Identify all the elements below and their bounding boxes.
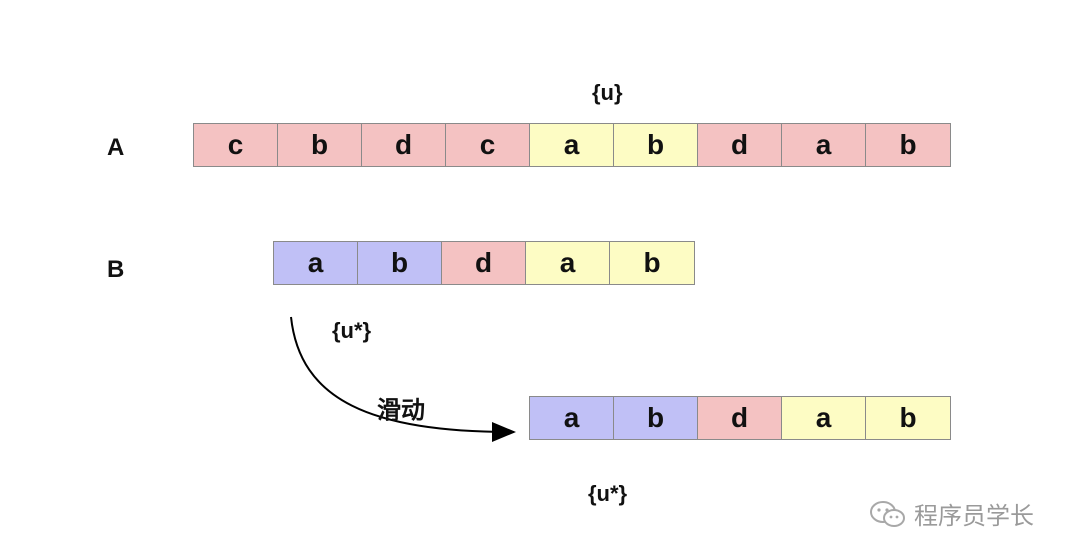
row-a-cell: b [614,124,698,166]
slide-arrow-path [290,316,516,442]
row-a-cell: d [698,124,782,166]
row-shifted-cell: d [698,397,782,439]
row-a-cell: b [278,124,362,166]
row-a-cell: c [446,124,530,166]
u-star-label-bottom: {u*} [588,481,628,506]
row-b-cell: a [274,242,358,284]
row-shifted-cell: a [782,397,866,439]
row-b-cell: b [610,242,694,284]
row-b-cell: b [358,242,442,284]
row-shifted: a b d a b [529,396,951,440]
row-b-cell: a [526,242,610,284]
row-a-cell: a [782,124,866,166]
watermark-text: 程序员学长 [914,503,1034,530]
row-b: a b d a b [273,241,695,285]
u-label-top: {u} [592,80,623,105]
watermark: 程序员学长 [868,496,1034,531]
row-shifted-cell: b [866,397,950,439]
slide-label: 滑动 [377,397,425,424]
row-shifted-cell: b [614,397,698,439]
row-a: c b d c a b d a b [193,123,951,167]
row-b-label: B [107,256,125,283]
row-shifted-cell: a [530,397,614,439]
row-a-cell: c [194,124,278,166]
row-b-cell: d [442,242,526,284]
wechat-icon [870,500,905,527]
row-a-cell: b [866,124,950,166]
u-star-label-b: {u*} [332,318,372,343]
row-a-cell: d [362,124,446,166]
row-a-label: A [107,134,125,161]
row-a-cell: a [530,124,614,166]
